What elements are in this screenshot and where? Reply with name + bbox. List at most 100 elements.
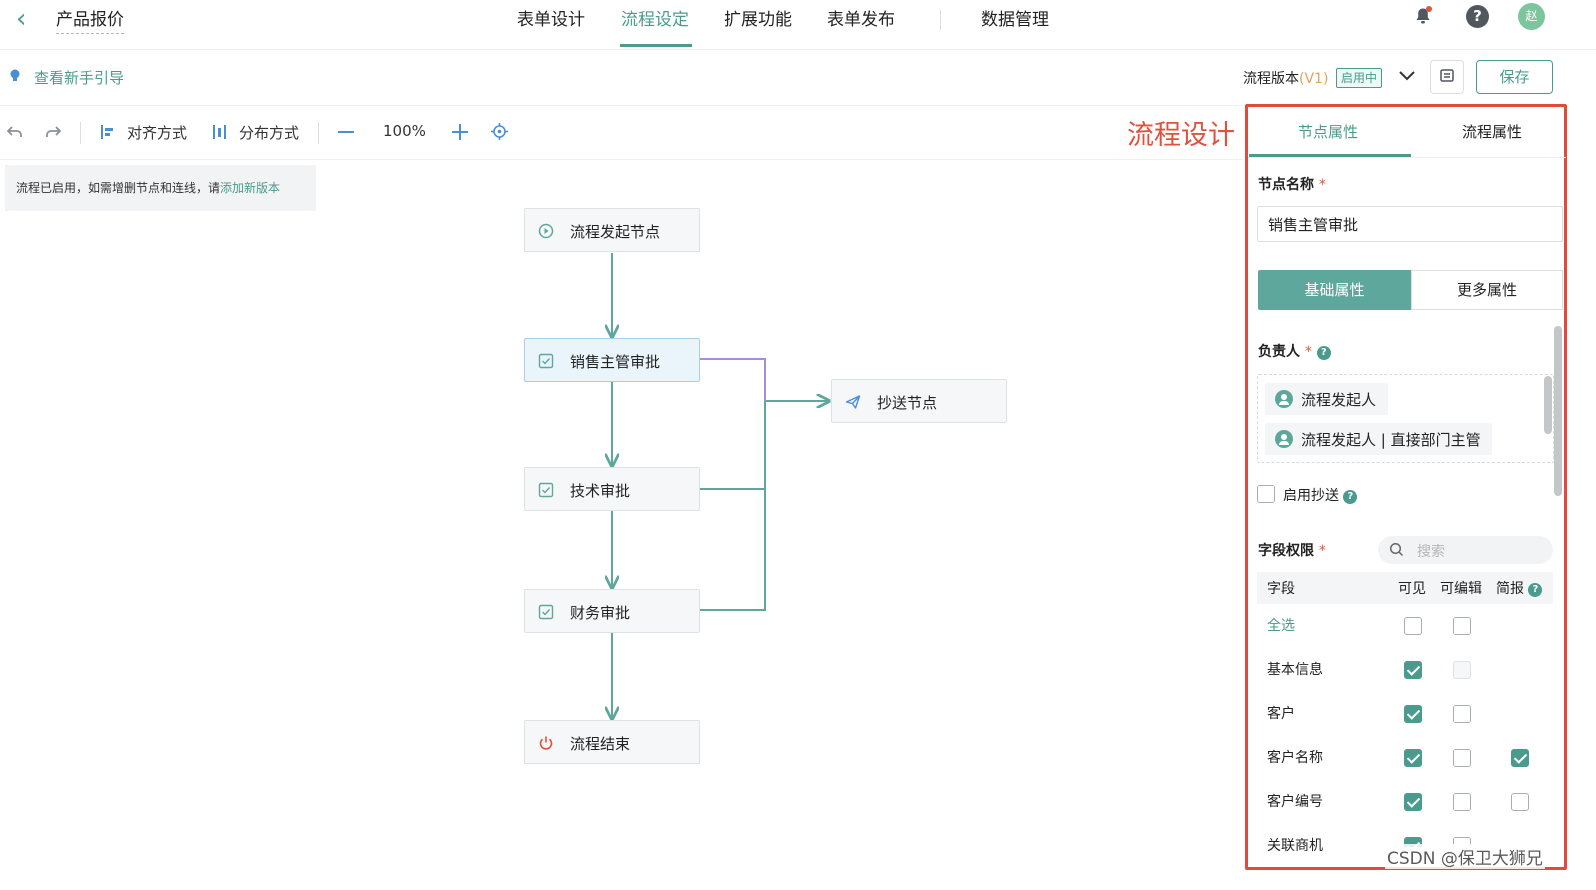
visible-checkbox[interactable] bbox=[1404, 749, 1422, 767]
node-carbon-copy[interactable]: 抄送节点 bbox=[831, 379, 1007, 423]
field-name: 基本信息 bbox=[1267, 662, 1323, 678]
tab-extensions[interactable]: 扩展功能 bbox=[724, 10, 792, 30]
tab-process-settings[interactable]: 流程设定 bbox=[621, 10, 689, 30]
distribute-icon[interactable] bbox=[212, 124, 228, 140]
align-icon[interactable] bbox=[100, 124, 116, 140]
node-label: 流程结束 bbox=[570, 735, 631, 753]
person-icon bbox=[1275, 430, 1293, 448]
editable-checkbox[interactable] bbox=[1453, 705, 1471, 723]
approve-icon bbox=[538, 353, 554, 369]
field-permission-label: 字段权限 * bbox=[1258, 540, 1326, 560]
tab-form-design[interactable]: 表单设计 bbox=[517, 10, 585, 30]
save-button[interactable]: 保存 bbox=[1476, 60, 1553, 94]
distribute-dropdown[interactable]: 分布方式 bbox=[239, 124, 300, 142]
zoom-out-icon[interactable] bbox=[338, 131, 354, 134]
node-process-start[interactable]: 流程发起节点 bbox=[524, 208, 700, 252]
field-name: 客户 bbox=[1267, 706, 1295, 722]
assignee-box[interactable] bbox=[1257, 374, 1554, 463]
assignee-chip-label: 流程发起人 bbox=[1301, 391, 1377, 409]
assignee-chip[interactable]: 流程发起人 | 直接部门主管 bbox=[1265, 423, 1492, 455]
version-label: 流程版本(V1) bbox=[1243, 68, 1328, 88]
editable-checkbox[interactable] bbox=[1453, 749, 1471, 767]
col-field: 字段 bbox=[1267, 581, 1295, 597]
node-sales-manager-approval[interactable]: 销售主管审批 bbox=[524, 338, 700, 382]
comment-icon bbox=[1440, 69, 1454, 82]
col-brief-text: 简报 bbox=[1496, 581, 1524, 597]
visible-checkbox[interactable] bbox=[1404, 837, 1422, 847]
add-version-link[interactable]: 添加新版本 bbox=[220, 181, 281, 195]
assignee-label-text: 负责人 bbox=[1258, 344, 1300, 360]
locate-center-icon[interactable] bbox=[491, 123, 508, 140]
select-all-editable-checkbox[interactable] bbox=[1453, 617, 1471, 635]
visible-checkbox[interactable] bbox=[1404, 793, 1422, 811]
required-mark: * bbox=[1318, 543, 1326, 559]
approve-icon bbox=[538, 604, 554, 620]
approve-icon bbox=[538, 482, 554, 498]
help-circle-icon[interactable]: ? bbox=[1343, 490, 1358, 504]
node-name-input[interactable] bbox=[1257, 206, 1563, 242]
required-mark: * bbox=[1304, 344, 1312, 360]
help-circle-icon[interactable]: ? bbox=[1316, 346, 1331, 360]
align-dropdown[interactable]: 对齐方式 bbox=[127, 124, 188, 142]
node-finance-approval[interactable]: 财务审批 bbox=[524, 589, 700, 633]
field-permission-label-text: 字段权限 bbox=[1258, 543, 1314, 559]
tab-form-publish[interactable]: 表单发布 bbox=[827, 10, 895, 30]
required-mark: * bbox=[1318, 177, 1326, 193]
tab-node-properties[interactable]: 节点属性 bbox=[1298, 123, 1359, 141]
nav-divider bbox=[940, 10, 941, 30]
zoom-level: 100% bbox=[383, 122, 426, 140]
help-circle-icon[interactable]: ? bbox=[1528, 583, 1543, 597]
lightbulb-icon bbox=[10, 69, 20, 81]
visible-checkbox[interactable] bbox=[1404, 661, 1422, 679]
top-bar bbox=[0, 0, 1596, 50]
notice-banner: 流程已启用，如需增删节点和连线，请添加新版本 bbox=[5, 165, 316, 211]
node-label: 销售主管审批 bbox=[570, 353, 661, 371]
back-chevron-icon[interactable]: ‹ bbox=[16, 4, 27, 34]
node-label: 流程发起节点 bbox=[570, 223, 661, 241]
select-all-label[interactable]: 全选 bbox=[1267, 618, 1295, 634]
tab-process-properties[interactable]: 流程属性 bbox=[1462, 123, 1523, 141]
version-status-badge: 启用中 bbox=[1336, 68, 1383, 88]
tab-basic-properties[interactable]: 基础属性 bbox=[1258, 270, 1411, 310]
chevron-down-icon[interactable] bbox=[1398, 66, 1416, 84]
node-tech-approval[interactable]: 技术审批 bbox=[524, 467, 700, 511]
node-process-end[interactable]: 流程结束 bbox=[524, 720, 700, 764]
panel-scrollbar[interactable] bbox=[1554, 326, 1562, 496]
edge-sales-cc[interactable] bbox=[699, 358, 766, 401]
editable-checkbox[interactable] bbox=[1453, 837, 1471, 847]
brief-checkbox[interactable] bbox=[1511, 793, 1529, 811]
field-search-input[interactable]: 搜索 bbox=[1378, 536, 1553, 564]
flow-connectors bbox=[0, 253, 1243, 890]
assignee-scrollbar[interactable] bbox=[1544, 376, 1552, 434]
enable-cc-label-text: 启用抄送 bbox=[1283, 488, 1339, 504]
edge-finance-cc[interactable] bbox=[699, 401, 766, 611]
enable-cc-checkbox[interactable] bbox=[1257, 485, 1275, 503]
tab-data-management[interactable]: 数据管理 bbox=[981, 10, 1049, 30]
select-all-visible-checkbox[interactable] bbox=[1404, 617, 1422, 635]
redo-icon[interactable] bbox=[45, 125, 61, 139]
toolbar-divider bbox=[318, 122, 319, 144]
send-icon bbox=[845, 395, 861, 409]
zoom-in-icon[interactable] bbox=[452, 124, 468, 140]
col-visible: 可见 bbox=[1398, 581, 1426, 597]
editable-checkbox[interactable] bbox=[1453, 793, 1471, 811]
field-table-header bbox=[1257, 572, 1553, 604]
avatar[interactable]: 赵 bbox=[1518, 3, 1545, 30]
editable-checkbox bbox=[1453, 661, 1471, 679]
app-title[interactable]: 产品报价 bbox=[56, 5, 124, 34]
person-icon bbox=[1275, 390, 1293, 408]
tab-more-properties[interactable]: 更多属性 bbox=[1411, 270, 1563, 310]
node-label: 抄送节点 bbox=[877, 394, 938, 412]
assignee-chip[interactable]: 流程发起人 bbox=[1265, 383, 1388, 415]
node-label: 技术审批 bbox=[570, 482, 631, 500]
visible-checkbox[interactable] bbox=[1404, 705, 1422, 723]
edge-tech-cc[interactable] bbox=[699, 401, 766, 490]
notification-dot bbox=[1426, 6, 1432, 12]
guide-link[interactable]: 查看新手引导 bbox=[34, 69, 125, 87]
brief-checkbox[interactable] bbox=[1511, 749, 1529, 767]
active-tab-underline bbox=[620, 44, 692, 47]
comment-button[interactable] bbox=[1430, 60, 1464, 94]
help-icon[interactable]: ? bbox=[1466, 5, 1489, 28]
node-name-label-text: 节点名称 bbox=[1258, 177, 1314, 193]
undo-icon[interactable] bbox=[7, 125, 23, 139]
